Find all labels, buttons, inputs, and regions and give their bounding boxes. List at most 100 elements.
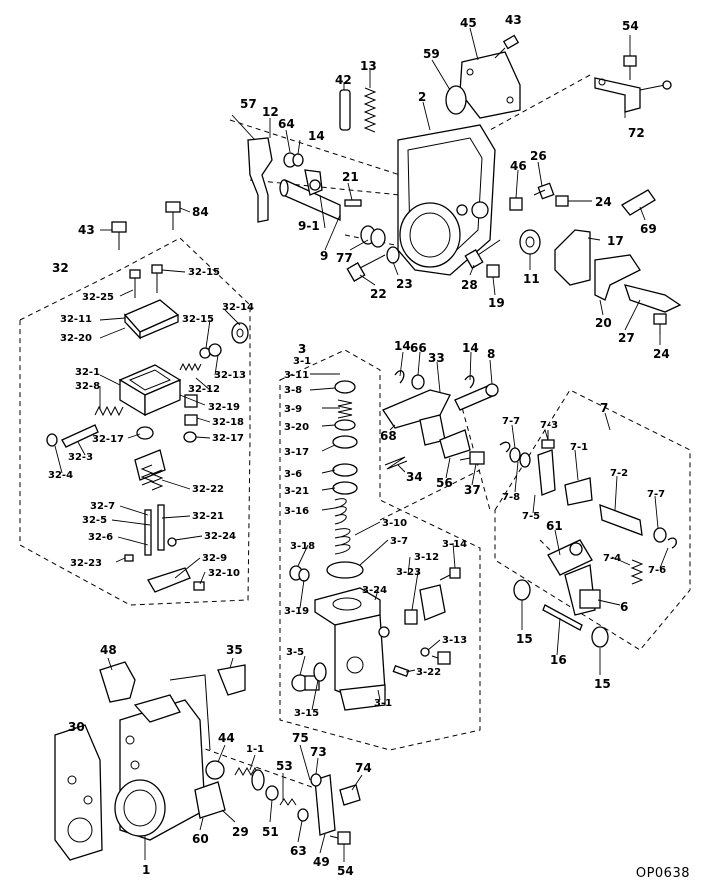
figure-code: OP0638 (635, 866, 690, 881)
plug-part (231, 322, 249, 344)
washer-part (332, 435, 358, 449)
callout-68: 68 (380, 429, 397, 443)
bolt-part (329, 831, 351, 845)
callout-1-1: 1-1 (246, 744, 264, 755)
callout-42: 42 (335, 73, 352, 87)
callout-3-11: 3-11 (284, 370, 309, 381)
nut-part (386, 246, 400, 264)
screw-part (431, 651, 451, 665)
spring-part (279, 798, 297, 806)
screw-part (464, 239, 501, 269)
callout-7-8: 7-8 (502, 492, 520, 503)
callout-32-13: 32-13 (214, 370, 246, 381)
bolt-part (623, 55, 637, 80)
spring-part (140, 464, 154, 486)
callout-3-13: 3-13 (442, 635, 467, 646)
group-7-outline (494, 389, 691, 651)
screw-part (346, 254, 386, 282)
callout-19: 19 (488, 296, 505, 310)
callout-30: 30 (68, 720, 85, 734)
callout-14-mid-right: 14 (462, 341, 479, 355)
pin-part (144, 509, 152, 556)
nut-part (46, 433, 58, 447)
washer-part (653, 527, 667, 543)
spring-part (94, 405, 124, 417)
bolt-part (111, 221, 127, 250)
washer-part (411, 374, 425, 390)
washer-part (420, 647, 430, 657)
callout-59: 59 (423, 47, 440, 61)
callout-69: 69 (640, 222, 657, 236)
callout-84: 84 (192, 205, 209, 219)
callout-3-17: 3-17 (284, 447, 309, 458)
callout-32: 32 (52, 261, 69, 275)
lever-part (314, 774, 336, 836)
bracket-part (217, 664, 246, 696)
callout-3-20: 3-20 (284, 422, 309, 433)
callout-3-19: 3-19 (284, 606, 309, 617)
callout-32-22: 32-22 (192, 484, 224, 495)
callout-32-19: 32-19 (208, 402, 240, 413)
callout-7: 7 (600, 401, 608, 415)
callout-33: 33 (428, 351, 445, 365)
callout-3-8: 3-8 (284, 385, 302, 396)
callout-54: 54 (622, 19, 639, 33)
lever-part (554, 229, 591, 286)
callout-22: 22 (370, 287, 387, 301)
callout-32-6: 32-6 (88, 532, 113, 543)
callout-73: 73 (310, 745, 327, 759)
pin-part (339, 89, 351, 131)
gasket-part (54, 724, 103, 861)
callout-32-15: 32-15 (188, 267, 220, 278)
pump-body-part (114, 674, 211, 841)
callout-7-3: 7-3 (540, 420, 558, 431)
callout-37: 37 (464, 483, 481, 497)
leader-lines (54, 27, 669, 862)
lever-part (419, 584, 446, 621)
callout-46: 46 (510, 159, 527, 173)
nut-part (184, 414, 198, 426)
washer-part (167, 537, 177, 547)
pin-part (392, 664, 410, 678)
cover-plate-part (459, 51, 521, 119)
callout-8: 8 (487, 347, 495, 361)
clip-part (499, 441, 511, 453)
clip-part (394, 370, 405, 384)
callout-1: 1 (142, 863, 150, 877)
callout-3-14: 3-14 (442, 539, 467, 550)
callout-labels: 45 43 54 59 42 13 2 57 12 64 14 72 46 26… (48, 13, 670, 878)
callout-27: 27 (618, 331, 635, 345)
screw-part (124, 554, 134, 562)
callout-3-10: 3-10 (382, 518, 407, 529)
o-ring-part (445, 85, 467, 115)
callout-11: 11 (523, 272, 540, 286)
callout-26: 26 (530, 149, 547, 163)
bolt-part (494, 34, 520, 59)
callout-7-1: 7-1 (570, 442, 588, 453)
bracket-part (99, 661, 136, 703)
bolt-part (459, 457, 471, 461)
guide-line (489, 74, 591, 131)
callout-32-1: 32-1 (75, 367, 100, 378)
callout-9: 9 (320, 249, 328, 263)
group-3-outline (279, 349, 481, 751)
callout-7-4: 7-4 (603, 553, 621, 564)
callout-44: 44 (218, 731, 235, 745)
callout-32-4: 32-4 (48, 470, 73, 481)
shaft-part (454, 383, 499, 411)
callout-3-7: 3-7 (390, 536, 408, 547)
washer-part (332, 463, 358, 477)
callout-32-17: 32-17 (92, 434, 124, 445)
bolt-part (151, 264, 163, 293)
callout-35: 35 (226, 643, 243, 657)
washer-part (509, 447, 521, 463)
callout-3-22: 3-22 (416, 667, 441, 678)
callout-3-24: 3-24 (362, 585, 387, 596)
cover-part (194, 781, 226, 819)
callout-48: 48 (100, 643, 117, 657)
guide-line (229, 119, 401, 176)
housing-body-part (118, 364, 182, 417)
callout-3: 3 (298, 342, 306, 356)
lever-shaft-part (279, 169, 341, 221)
